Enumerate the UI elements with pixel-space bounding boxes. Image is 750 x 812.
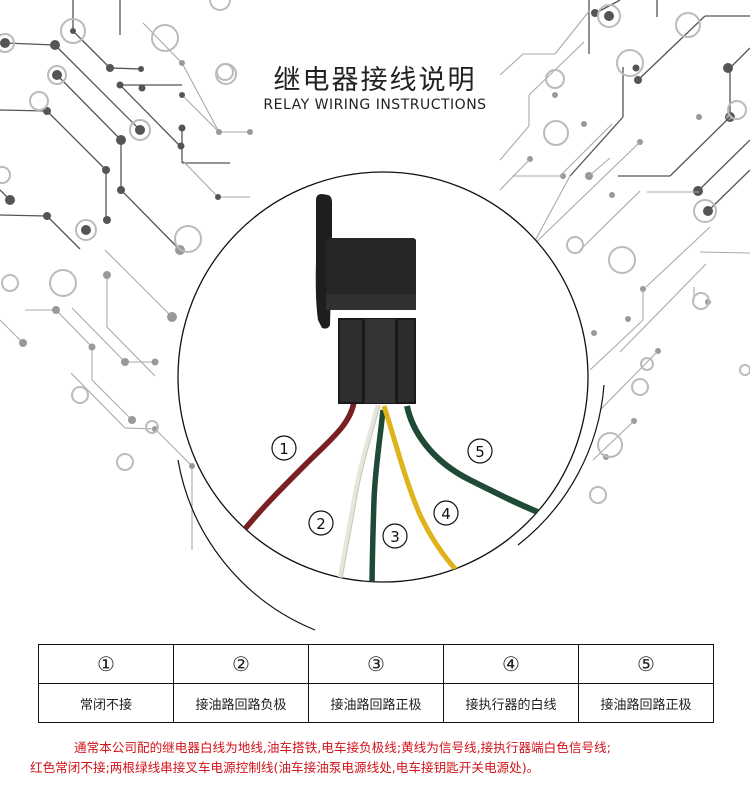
wiring-table: ① ② ③ ④ ⑤ 常闭不接 接油路回路负极 接油路回路正极 接执行器的白线 接… (38, 644, 714, 723)
svg-text:1: 1 (279, 440, 289, 458)
wire-4-yellow (381, 405, 460, 574)
table-row-descriptions: 常闭不接 接油路回路负极 接油路回路正极 接执行器的白线 接油路回路正极 (38, 683, 714, 723)
svg-text:4: 4 (441, 505, 451, 523)
relay-wiring-diagram: 1 2 3 4 5 (177, 171, 605, 631)
table-cell-number-4: ④ (443, 644, 579, 684)
relay-body (326, 238, 416, 310)
table-cell-desc-2: 接油路回路负极 (173, 683, 309, 723)
page-title: 继电器接线说明 (273, 65, 477, 96)
wiring-note-line-1: 通常本公司配的继电器白线为地线,油车搭铁,电车接负极线;黄线为信号线,接执行器端… (74, 740, 611, 755)
relay-photo (237, 194, 547, 582)
table-cell-number-5: ⑤ (578, 644, 714, 684)
outer-arc-left (177, 459, 316, 631)
wire-label-2: 2 (308, 510, 334, 536)
page-subtitle: RELAY WIRING INSTRUCTIONS (263, 97, 487, 113)
wire-3-green (369, 409, 386, 582)
wire-5-green (404, 405, 547, 518)
table-cell-number-1: ① (38, 644, 174, 684)
table-cell-desc-5: 接油路回路正极 (578, 683, 714, 723)
wire-label-3: 3 (382, 523, 408, 549)
wire-label-1: 1 (271, 435, 297, 461)
table-cell-desc-3: 接油路回路正极 (308, 683, 444, 723)
wiring-note: 通常本公司配的继电器白线为地线,油车搭铁,电车接负极线;黄线为信号线,接执行器端… (12, 738, 742, 778)
wire-label-4: 4 (433, 500, 459, 526)
svg-text:5: 5 (475, 443, 485, 461)
svg-text:3: 3 (390, 528, 400, 546)
svg-text:2: 2 (316, 515, 326, 533)
wire-label-5: 5 (467, 438, 493, 464)
table-cell-desc-1: 常闭不接 (38, 683, 174, 723)
outer-arc-right (517, 384, 605, 546)
table-cell-desc-4: 接执行器的白线 (443, 683, 579, 723)
table-row-numbers: ① ② ③ ④ ⑤ (38, 644, 714, 684)
wire-1-red (237, 401, 357, 537)
wiring-note-line-2: 红色常闭不接;两根绿线串接叉车电源控制线(油车接油泵电源线处,电车接钥匙开关电源… (30, 760, 540, 775)
table-cell-number-3: ③ (308, 644, 444, 684)
table-cell-number-2: ② (173, 644, 309, 684)
wire-2-white-edge (339, 404, 381, 582)
wire-2-white (335, 404, 381, 582)
